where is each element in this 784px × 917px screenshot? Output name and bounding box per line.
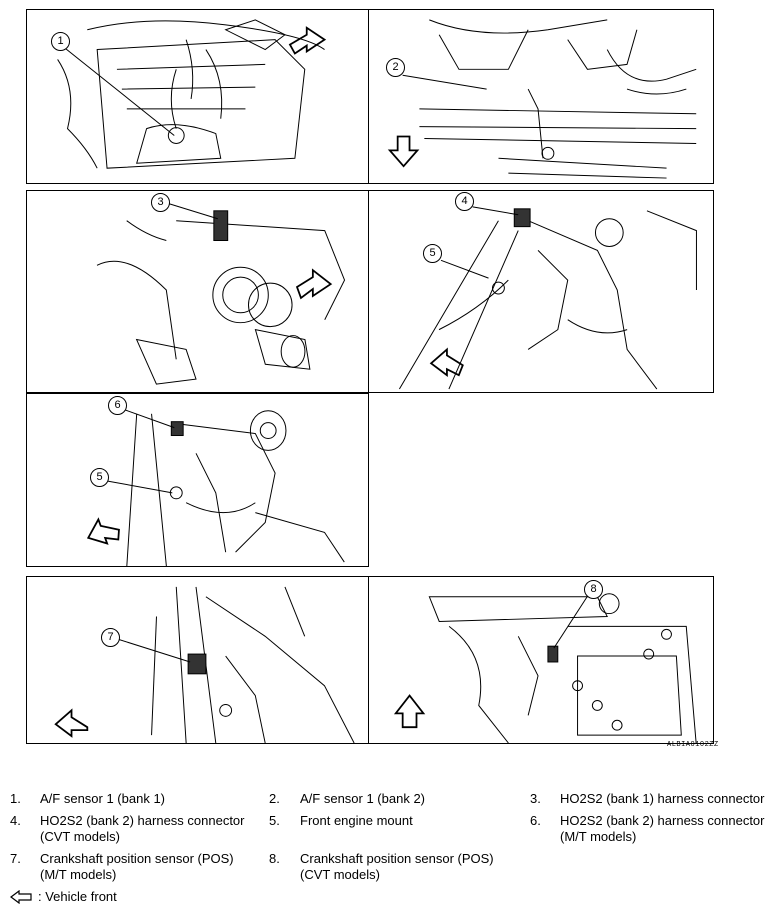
legend-text-1: A/F sensor 1 (bank 1) (40, 791, 165, 806)
legend-text-8: Crankshaft position sensor (POS) (300, 851, 494, 866)
callout-1: 1 (51, 32, 70, 51)
vehicle-front-note: : Vehicle front (10, 889, 117, 904)
diagram-panel-ckp-cvt: 8 (368, 576, 714, 744)
diagram-panel-af-sensor-bank2: 2 (368, 9, 714, 184)
legend-text-5: Front engine mount (300, 813, 413, 828)
engine-drawing (393, 593, 697, 743)
legend-text-8b: (CVT models) (300, 867, 380, 882)
callout-8: 8 (584, 580, 603, 599)
legend-num-3: 3. (530, 791, 541, 806)
callout-3: 3 (151, 193, 170, 212)
callout-5: 5 (90, 468, 109, 487)
diagram-panel-ho2s2-bank2-mt: 6 5 (26, 393, 369, 567)
legend-text-3: HO2S2 (bank 1) harness connector (560, 791, 765, 806)
callout-2: 2 (386, 58, 405, 77)
engine-drawing (54, 586, 355, 743)
legend-text-6b: (M/T models) (560, 829, 637, 844)
engine-drawing (86, 409, 345, 566)
legend-text-4: HO2S2 (bank 2) harness connector (40, 813, 245, 828)
diagram-panel-ckp-mt: 7 (26, 576, 369, 744)
legend-text-7: Crankshaft position sensor (POS) (40, 851, 234, 866)
engine-drawing (387, 19, 697, 179)
legend-num-7: 7. (10, 851, 21, 866)
callout-5: 5 (423, 244, 442, 263)
legend-num-1: 1. (10, 791, 21, 806)
vehicle-front-arrow-icon (10, 889, 32, 904)
engine-drawing (96, 202, 346, 385)
legend-num-6: 6. (530, 813, 541, 828)
legend-text-6: HO2S2 (bank 2) harness connector (560, 813, 765, 828)
legend-num-8: 8. (269, 851, 280, 866)
legend-text-7b: (M/T models) (40, 867, 117, 882)
figure-id: ALBIA0102ZZ (667, 741, 719, 749)
legend-text-2: A/F sensor 1 (bank 2) (300, 791, 425, 806)
diagram-panel-ho2s2-bank1: 3 (26, 190, 369, 393)
engine-drawing (398, 206, 697, 390)
vehicle-front-label: : Vehicle front (38, 889, 117, 904)
legend-text-4b: (CVT models) (40, 829, 120, 844)
legend-num-2: 2. (269, 791, 280, 806)
callout-4: 4 (455, 192, 474, 211)
legend: 1. A/F sensor 1 (bank 1) 2. A/F sensor 1… (0, 791, 784, 886)
callout-6: 6 (108, 396, 127, 415)
legend-num-5: 5. (269, 813, 280, 828)
engine-drawing (57, 19, 327, 169)
diagram-panel-af-sensor-bank1: 1 (26, 9, 369, 184)
diagram-panel-ho2s2-bank2-cvt: 4 5 (368, 190, 714, 393)
legend-num-4: 4. (10, 813, 21, 828)
callout-7: 7 (101, 628, 120, 647)
